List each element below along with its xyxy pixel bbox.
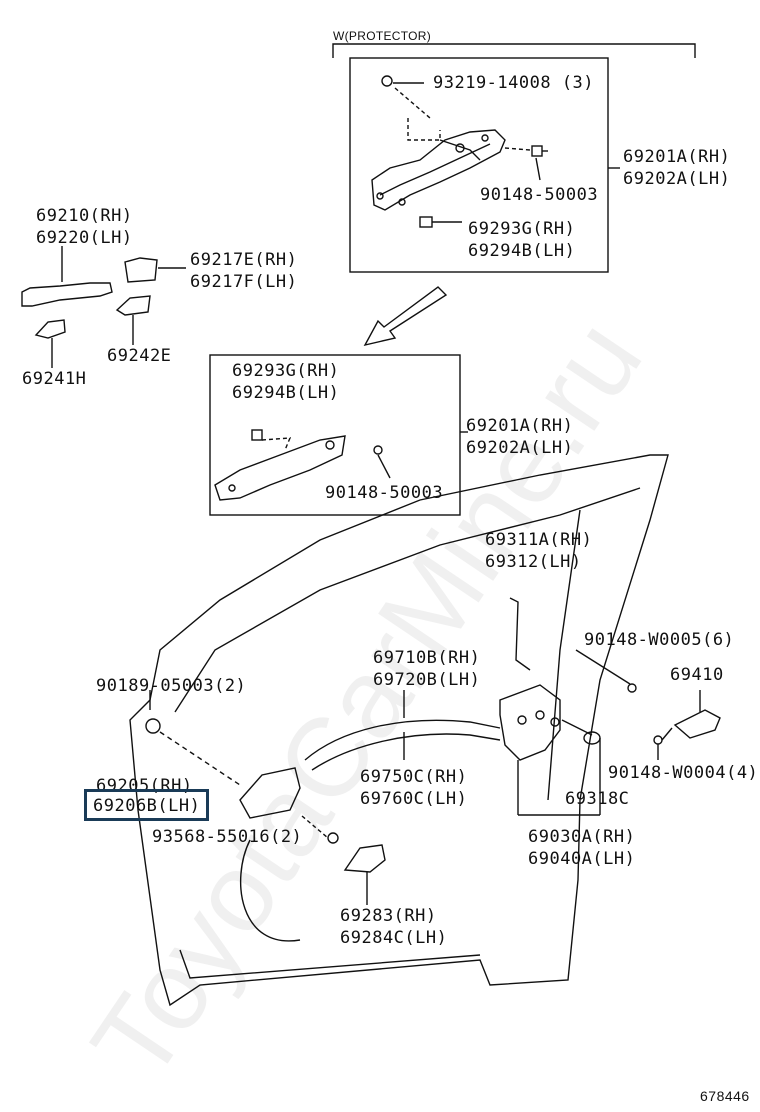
protector-clip-rh: 69293G(RH) xyxy=(468,219,576,239)
cable-drawing xyxy=(304,690,501,771)
handle-box-clip-lh: 69294B(LH) xyxy=(232,383,340,403)
protector-bracket xyxy=(332,43,696,58)
cable-lh: 69720B(LH) xyxy=(373,670,481,690)
direction-arrow xyxy=(363,286,448,347)
cable2-rh: 69750C(RH) xyxy=(360,767,468,787)
outside-handle-rh: 69210(RH) xyxy=(36,206,133,226)
handle-box-assembly-lh: 69202A(LH) xyxy=(466,438,574,458)
handle-pad-b: 69241H xyxy=(22,369,87,389)
protector-handle-drawing xyxy=(371,75,548,228)
handle-box-frame xyxy=(209,354,461,516)
protector-screw-part: 90148-50003 xyxy=(480,185,599,205)
handle-cover-rh: 69217E(RH) xyxy=(190,250,298,270)
door-lock-drawing xyxy=(499,597,721,816)
handle-box-screw: 90148-50003 xyxy=(325,483,444,503)
cap: 69318C xyxy=(565,789,630,809)
handle-box-clip-rh: 69293G(RH) xyxy=(232,361,340,381)
protector-bolt-part: 93219-14008 (3) xyxy=(433,73,595,93)
outside-handle-lh: 69220(LH) xyxy=(36,228,133,248)
lock-rh: 69030A(RH) xyxy=(528,827,636,847)
handle-pad-a: 69242E xyxy=(107,346,172,366)
inside-handle-drawing xyxy=(145,690,386,905)
clip: 90189-05003(2) xyxy=(96,676,247,696)
protector-box-frame xyxy=(349,57,609,273)
inside-handle-lh-highlight: 69206B(LH) xyxy=(84,789,210,821)
cable2-lh: 69760C(LH) xyxy=(360,789,468,809)
protector-title: W(PROTECTOR) xyxy=(333,29,432,43)
rod-rh: 69311A(RH) xyxy=(485,530,593,550)
cable-rh: 69710B(RH) xyxy=(373,648,481,668)
bolt-b: 90148-W0004(4) xyxy=(608,763,759,783)
handle-cover-lh: 69217F(LH) xyxy=(190,272,298,292)
protector-assembly-lh: 69202A(LH) xyxy=(623,169,731,189)
bezel-lh: 69284C(LH) xyxy=(340,928,448,948)
bolt-a: 90148-W0005(6) xyxy=(584,630,735,650)
screw: 93568-55016(2) xyxy=(152,827,303,847)
protector-clip-lh: 69294B(LH) xyxy=(468,241,576,261)
handle-box-drawing xyxy=(214,429,391,501)
handle-box-assembly-rh: 69201A(RH) xyxy=(466,416,574,436)
bezel-rh: 69283(RH) xyxy=(340,906,437,926)
lock-lh: 69040A(LH) xyxy=(528,849,636,869)
diagram-id: 678446 xyxy=(700,1088,750,1104)
protector-assembly-rh: 69201A(RH) xyxy=(623,147,731,167)
door-outline xyxy=(129,454,669,1007)
outside-handle-drawing xyxy=(21,246,186,368)
rod-lh: 69312(LH) xyxy=(485,552,582,572)
striker: 69410 xyxy=(670,665,724,685)
